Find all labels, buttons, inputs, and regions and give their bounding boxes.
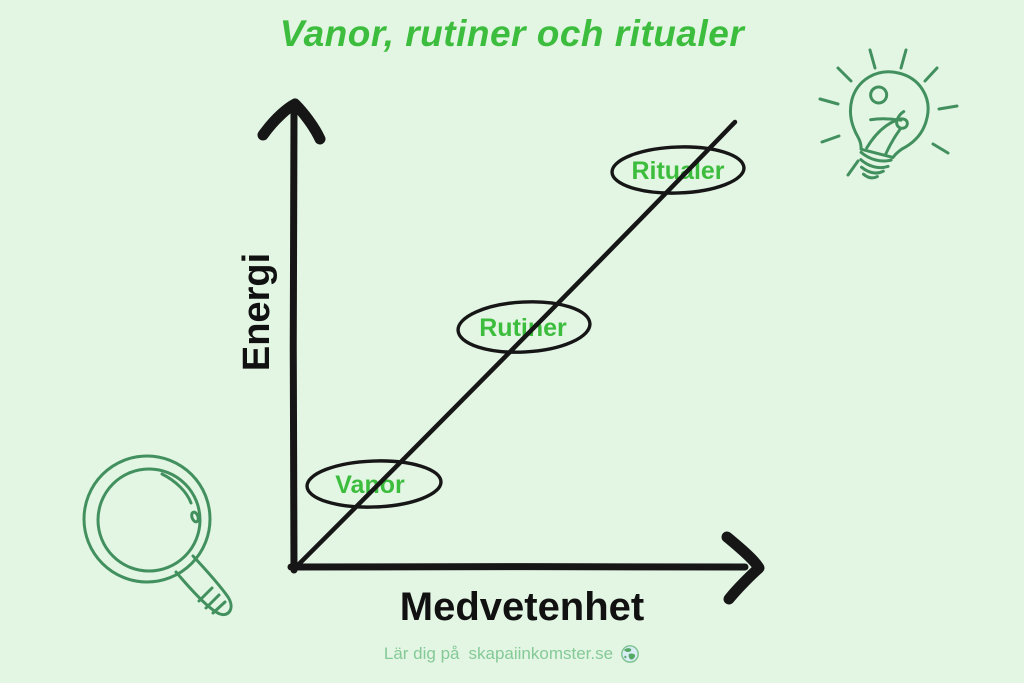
y-axis-line [289,108,298,574]
stage-oval-ritualer [610,145,746,195]
bulb-filament-2 [869,117,903,122]
magnifier-highlight-dot [190,510,200,524]
x-axis-arrowhead-icon [721,531,765,605]
y-axis-label: Energi [236,252,278,372]
bulb-base-line-2 [859,158,890,170]
magnifier-handle-hatch-1 [197,586,214,603]
magnifier-handle [174,554,233,617]
lightbulb-icon [818,48,959,180]
magnifier-icon [82,454,233,617]
bulb-rays [818,48,959,177]
x-axis-label: Medvetenhet [399,585,645,629]
footer-text: Lär dig på [383,644,460,663]
bulb-filament-3 [884,127,902,156]
bulb-base-line-3 [859,165,885,175]
magnifier-rim-inner [96,467,202,573]
globe-icon [621,645,639,663]
y-axis-arrowhead-icon [257,98,326,145]
trend-line [293,119,738,570]
bulb-base-line-4 [861,172,879,180]
stage-oval-rutiner [456,300,592,354]
magnifier-rim-outer [82,454,212,584]
bulb-filament [865,110,909,150]
magnifier-highlight [160,472,193,505]
bulb-glass [848,70,930,159]
bulb-base-line-1 [859,150,893,163]
footer-site-link[interactable]: skapaiinkomster.se [468,644,614,663]
stage-oval-vanor [305,459,443,509]
footer: Lär dig på skapaiinkomster.se [0,644,1024,664]
magnifier-handle-hatch-3 [211,600,227,615]
page-title: Vanor, rutiner och ritualer [279,13,745,54]
bulb-highlight [869,85,889,105]
magnifier-handle-hatch-2 [204,593,221,610]
